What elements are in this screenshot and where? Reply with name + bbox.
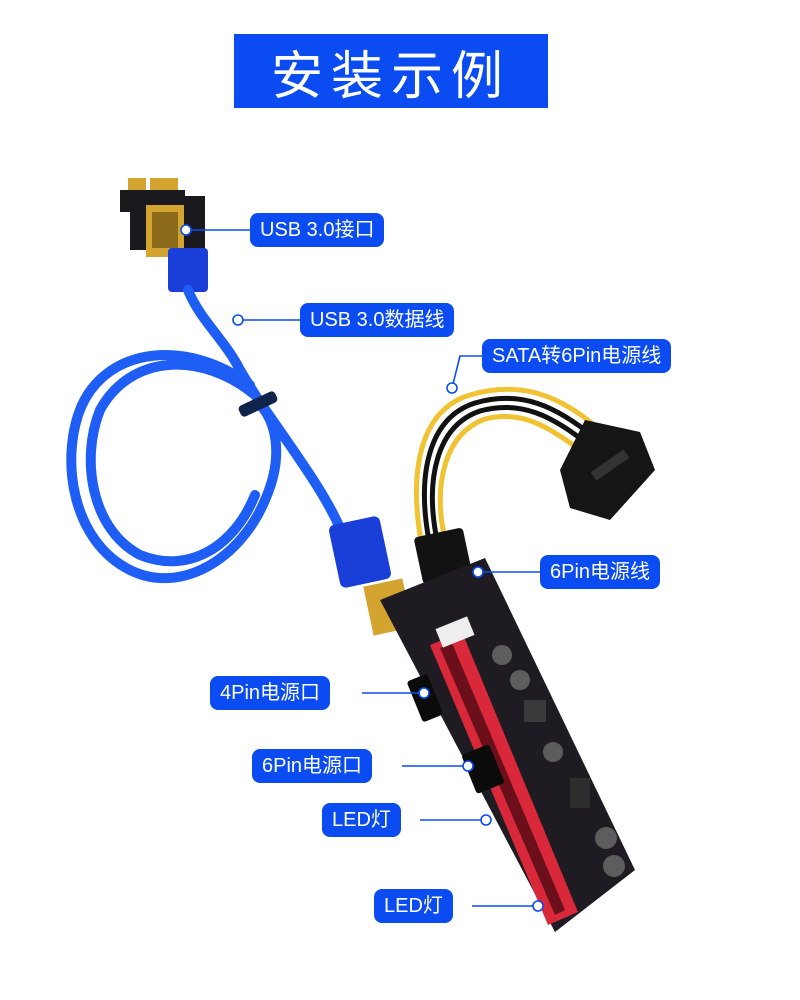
chip	[524, 700, 546, 722]
capacitor	[492, 645, 512, 665]
riser-board	[380, 558, 635, 932]
capacitor	[595, 827, 617, 849]
usb-plug-bottom	[329, 516, 391, 588]
capacitor	[603, 855, 625, 877]
page-title: 安装示例	[234, 34, 548, 108]
gold-fingers	[128, 178, 146, 190]
label-sata-cable: SATA转6Pin电源线	[482, 339, 672, 373]
label-usb-port: USB 3.0接口	[250, 213, 385, 247]
label-led-1: LED灯	[322, 803, 401, 837]
label-6pin-cable: 6Pin电源线	[540, 555, 661, 589]
chip	[570, 778, 590, 808]
capacitor	[510, 670, 530, 690]
sata-cable-wires	[414, 386, 603, 538]
callout-lines	[180, 224, 544, 912]
label-usb-cable: USB 3.0数据线	[300, 303, 455, 337]
label-6pin-port: 6Pin电源口	[252, 749, 373, 783]
capacitor	[543, 742, 563, 762]
4pin-header	[435, 616, 475, 648]
6pin-port	[462, 744, 504, 794]
cable-tie	[238, 391, 278, 417]
usb-plug-top	[168, 248, 208, 292]
label-4pin-port: 4Pin电源口	[210, 676, 331, 710]
label-led-2: LED灯	[374, 889, 453, 923]
gold-fingers	[150, 178, 178, 190]
